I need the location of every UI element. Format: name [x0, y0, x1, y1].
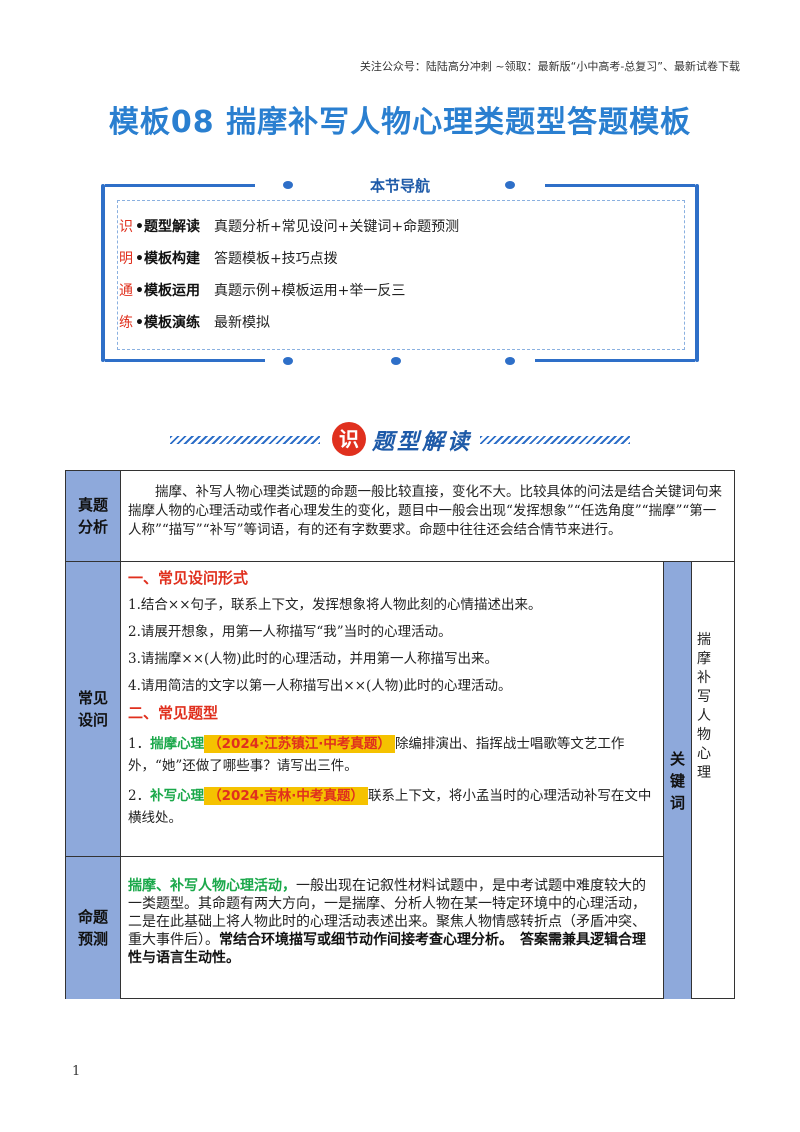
nav-item-apply[interactable]: 通 •模板运用 真题示例+模板运用+举一反三 [119, 280, 405, 300]
row-head-label: 常见设问 [77, 689, 108, 729]
section-heading-forms: 一、常见设问形式 [128, 569, 249, 587]
question-number: 2． [128, 788, 151, 804]
nav-dashed-frame [117, 200, 685, 350]
nav-header: 本节导航 [101, 175, 699, 196]
exam-source-badge: （2024·江苏镇江·中考真题） [204, 735, 395, 753]
nav-item-interpret[interactable]: 识 •题型解读 真题分析+常见设问+关键词+命题预测 [119, 216, 459, 236]
nav-line-bottom-right [535, 359, 695, 362]
example-question-1: 1．揣摩心理（2024·江苏镇江·中考真题）除编排演出、指挥战士唱歌等文艺工作外… [128, 733, 662, 777]
banner-title: 题型解读 [372, 429, 473, 455]
prediction-body: 一般出现在记叙性材料试题中，是中考试题中难度较大的一类题型。其命题有两大方向，一… [128, 878, 646, 948]
nav-item-desc: 答题模板+技巧点拨 [213, 251, 338, 267]
nav-line-top-left [105, 184, 255, 187]
nav-item-char: 通 [119, 283, 133, 299]
example-question-2: 2．补写心理（2024·吉林·中考真题）联系上下文，将小孟当时的心理活动补写在文… [128, 785, 662, 829]
nav-item-char: 识 [119, 219, 133, 235]
keyword-head-label: 关键词 [669, 749, 685, 812]
nav-item-label: •模板演练 [135, 315, 200, 331]
exam-source-badge: （2024·吉林·中考真题） [204, 787, 368, 805]
question-form-item: 1.结合××句子，联系上下文，发挥想象将人物此刻的心情描述出来。 [128, 597, 542, 613]
banner-stripes-left [170, 436, 320, 444]
nav-item-desc: 真题示例+模板运用+举一反三 [213, 283, 406, 299]
question-type: 揣摩心理 [150, 736, 205, 752]
nav-dot-icon [505, 357, 515, 365]
nav-border-left [101, 184, 105, 362]
header-note: 关注公众号：陆陆高分冲刺 ~领取：最新版“小中高考-总复习”、最新试卷下载 [359, 60, 740, 73]
banner-stripes-right [480, 436, 630, 444]
row-head-label: 命题预测 [77, 908, 108, 948]
question-form-item: 2.请展开想象，用第一人称描写“我”当时的心理活动。 [128, 624, 452, 640]
nav-item-label: •模板运用 [135, 283, 200, 299]
keyword-text: 揣摩补写人物心理 [697, 632, 711, 781]
prediction-lead: 揣摩、补写人物心理活动， [128, 878, 296, 894]
row-head-questions: 常见设问 [66, 562, 121, 856]
nav-dot-icon [391, 357, 401, 365]
row-divider [66, 561, 734, 562]
interpretation-table: 真题分析 揣摩、补写人物心理类试题的命题一般比较直接，变化不大。比较具体的问法是… [65, 470, 735, 999]
nav-dot-icon [283, 181, 293, 189]
section-navigation: 本节导航 识 •题型解读 真题分析+常见设问+关键词+命题预测 明 •模板构建 … [101, 177, 699, 366]
row-divider [66, 856, 663, 857]
nav-item-build[interactable]: 明 •模板构建 答题模板+技巧点拨 [119, 248, 338, 268]
page-number: 1 [72, 1064, 81, 1079]
nav-dot-icon [283, 357, 293, 365]
row-head-prediction: 命题预测 [66, 857, 121, 999]
keyword-head: 关键词 [663, 562, 692, 999]
banner-seal-icon: 识 [332, 422, 366, 456]
nav-item-label: •模板构建 [135, 251, 200, 267]
nav-line-top-right [545, 184, 695, 187]
page-title: 模板08 揣摩补写人物心理类题型答题模板 [108, 105, 692, 140]
nav-item-char: 明 [119, 251, 133, 267]
prediction-text: 揣摩、补写人物心理活动，一般出现在记叙性材料试题中，是中考试题中难度较大的一类题… [128, 877, 658, 967]
question-text: 除编排演出、指挥战士唱歌等文艺工作外，“她”还做了哪些事？请写出三件。 [128, 736, 625, 774]
question-form-item: 3.请揣摩××(人物)此时的心理活动，并用第一人称描写出来。 [128, 651, 499, 667]
section-heading-types: 二、常见题型 [128, 704, 219, 722]
nav-item-practice[interactable]: 练 •模板演练 最新模拟 [119, 312, 270, 332]
question-number: 1． [128, 736, 151, 752]
nav-item-char: 练 [119, 315, 133, 331]
nav-item-desc: 真题分析+常见设问+关键词+命题预测 [213, 219, 460, 235]
questions-content: 一、常见设问形式 1.结合××句子，联系上下文，发挥想象将人物此刻的心情描述出来… [128, 567, 662, 829]
prediction-emphasis: 常结合环境描写或细节动作间接考查心理分析。 [219, 932, 506, 948]
analysis-text: 揣摩、补写人物心理类试题的命题一般比较直接，变化不大。比较具体的问法是结合关键词… [128, 484, 722, 538]
question-type: 补写心理 [150, 788, 205, 804]
nav-dot-icon [505, 181, 515, 189]
question-text: 联系上下文，将小孟当时的心理活动补写在文中横线处。 [128, 788, 652, 826]
question-form-item: 4.请用简洁的文字以第一人称描写出××(人物)此时的心理活动。 [128, 678, 512, 694]
nav-item-label: •题型解读 [135, 219, 200, 235]
prediction-emphasis: 答案需兼具逻辑合理性与语言生动性。 [128, 932, 646, 966]
row-head-analysis: 真题分析 [66, 471, 121, 561]
nav-title: 本节导航 [359, 177, 440, 195]
nav-border-right [695, 184, 699, 362]
nav-item-desc: 最新模拟 [213, 315, 270, 331]
row-head-label: 真题分析 [77, 496, 108, 536]
section-banner: 识 题型解读 [170, 420, 630, 460]
nav-line-bottom-left [105, 359, 265, 362]
